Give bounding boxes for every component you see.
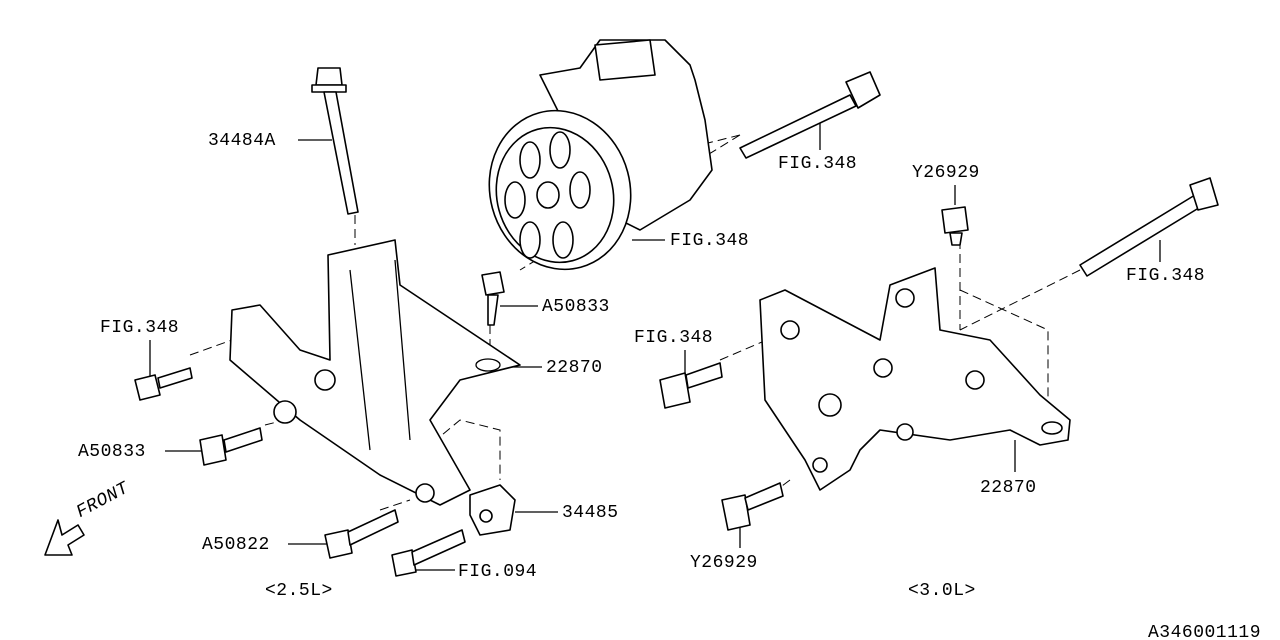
label-34485: 34485: [562, 503, 619, 523]
bolt-34484A: [311, 67, 359, 215]
label-a50822: A50822: [202, 535, 270, 555]
label-a50833-lower: A50833: [78, 442, 146, 462]
bolts-left: [134, 271, 505, 577]
label-fig348-left[interactable]: FIG.348: [100, 318, 180, 338]
bracket-22870-left: [229, 239, 521, 506]
label-22870-right: 22870: [980, 478, 1037, 498]
label-y26929-top: Y26929: [912, 163, 980, 183]
label-fig348-top[interactable]: FIG.348: [778, 154, 858, 174]
spacer-34485: [469, 484, 516, 536]
front-arrow-icon: [44, 519, 85, 556]
label-22870-left: 22870: [546, 358, 603, 378]
power-steering-pump: [488, 39, 713, 271]
label-fig348-mid[interactable]: FIG.348: [634, 328, 714, 348]
label-fig348-pump[interactable]: FIG.348: [670, 231, 750, 251]
label-y26929-bottom: Y26929: [690, 553, 758, 573]
variant-label-3-0L: <3.0L>: [908, 581, 976, 601]
diagram-code: A346001119: [1148, 623, 1262, 640]
bolts-right: [659, 177, 1219, 531]
label-34484A: 34484A: [208, 131, 276, 151]
variant-label-2-5L: <2.5L>: [265, 581, 333, 601]
label-a50833-upper: A50833: [542, 297, 610, 317]
leader-lines: [149, 118, 1161, 571]
label-fig094[interactable]: FIG.094: [458, 562, 538, 582]
bolt-fig348-top: [739, 71, 881, 159]
label-fig348-right[interactable]: FIG.348: [1126, 266, 1206, 286]
bracket-22870-right: [759, 267, 1071, 491]
